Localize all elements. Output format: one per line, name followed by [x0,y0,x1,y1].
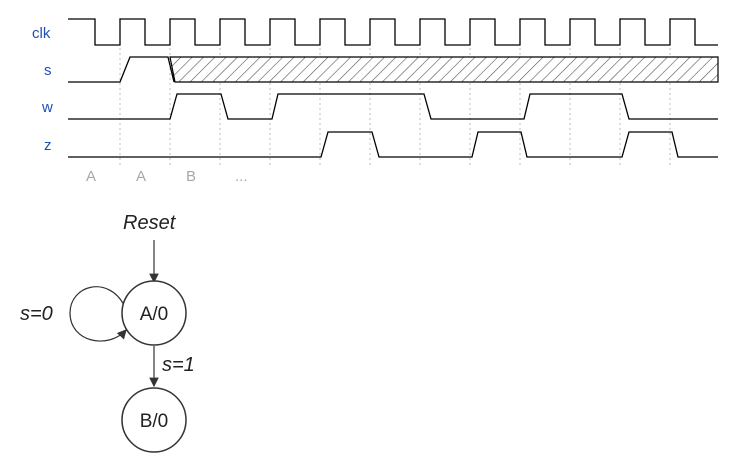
state-tag-3: B [186,168,196,185]
s-waveform [68,56,719,83]
signal-label-w: w [41,99,53,116]
state-tag-4: ... [235,168,248,185]
self-loop-arrow [69,286,127,342]
state-a-label: A/0 [140,304,169,325]
timing-diagram: clk s w z A A B ... [32,18,719,185]
state-a-node [121,280,187,346]
s-dont-care-region [169,56,719,83]
state-b-node [121,387,187,453]
clk-waveform [68,18,718,46]
state-tag-1: A [86,168,96,185]
signal-label-s: s [44,62,52,79]
s-pulse [68,56,175,83]
reset-label: Reset [123,212,177,234]
state-tag-2: A [136,168,146,185]
signal-label-clk: clk [32,25,51,42]
signal-label-z: z [44,137,52,154]
z-waveform [68,131,718,158]
w-waveform [68,93,718,120]
transition-label: s=1 [162,354,195,376]
state-b-label: B/0 [140,411,169,432]
state-machine: Reset s=0 A/0 s=1 B/0 [20,212,195,453]
self-loop-label: s=0 [20,303,53,325]
